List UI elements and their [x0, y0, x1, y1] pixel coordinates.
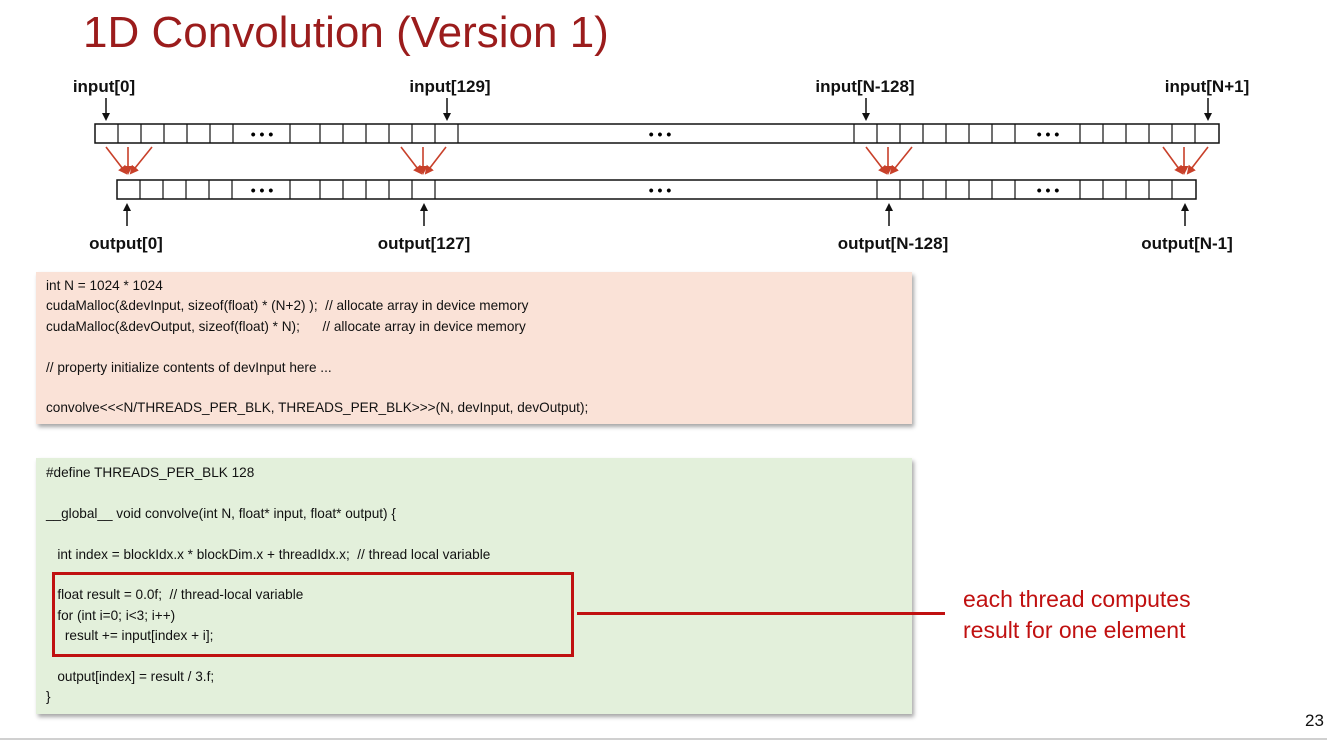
callout-line: result for one element [963, 617, 1186, 643]
footer-divider [0, 738, 1327, 740]
input-label-n-plus-1: input[N+1] [1165, 77, 1250, 96]
input-ellipsis: • • • [1037, 126, 1060, 142]
code-line: __global__ void convolve(int N, float* i… [46, 506, 396, 521]
callout-line: each thread computes [963, 586, 1191, 612]
code-line: output[index] = result / 3.f; [46, 669, 215, 684]
code-line: float result = 0.0f; // thread-local var… [46, 587, 304, 602]
code-line: result += input[index + i]; [46, 628, 214, 643]
code-line: cudaMalloc(&devInput, sizeof(float) * (N… [46, 298, 529, 313]
callout-connector-line [577, 612, 945, 615]
title: 1D Convolution (Version 1) [83, 8, 609, 57]
output-ellipsis: • • • [1037, 182, 1060, 198]
input-label-n-128: input[N-128] [815, 77, 914, 96]
host-code-block: int N = 1024 * 1024 cudaMalloc(&devInput… [36, 272, 912, 424]
code-line: #define THREADS_PER_BLK 128 [46, 465, 255, 480]
kernel-code-block: #define THREADS_PER_BLK 128 __global__ v… [36, 458, 912, 714]
convolution-arrows [105, 146, 1209, 175]
page-number: 23 [1305, 711, 1324, 730]
code-line: convolve<<<N/THREADS_PER_BLK, THREADS_PE… [46, 400, 589, 415]
code-line: } [46, 689, 51, 704]
callout-text: each thread computes result for one elem… [963, 584, 1191, 646]
output-array: • • • • • • • • • [116, 179, 1197, 200]
code-line: int index = blockIdx.x * blockDim.x + th… [46, 547, 491, 562]
input-array: • • • • • • • • • [94, 123, 1220, 144]
convolution-diagram: • • • • • • • • • • • • • • • • • • inpu… [73, 77, 1250, 253]
input-label-0: input[0] [73, 77, 135, 96]
output-label-0: output[0] [89, 234, 163, 253]
code-line: int N = 1024 * 1024 [46, 278, 163, 293]
code-line: cudaMalloc(&devOutput, sizeof(float) * N… [46, 319, 526, 334]
output-pointer-arrows [123, 203, 1189, 226]
highlight-box [52, 572, 574, 657]
code-line: // property initialize contents of devIn… [46, 360, 332, 375]
output-label-n-128: output[N-128] [838, 234, 948, 253]
output-ellipsis: • • • [251, 182, 274, 198]
input-ellipsis: • • • [649, 126, 672, 142]
code-line: for (int i=0; i<3; i++) [46, 608, 176, 623]
input-label-129: input[129] [409, 77, 490, 96]
output-ellipsis: • • • [649, 182, 672, 198]
input-pointer-arrows [102, 98, 1212, 121]
output-label-127: output[127] [378, 234, 471, 253]
input-ellipsis: • • • [251, 126, 274, 142]
output-label-n-minus-1: output[N-1] [1141, 234, 1233, 253]
